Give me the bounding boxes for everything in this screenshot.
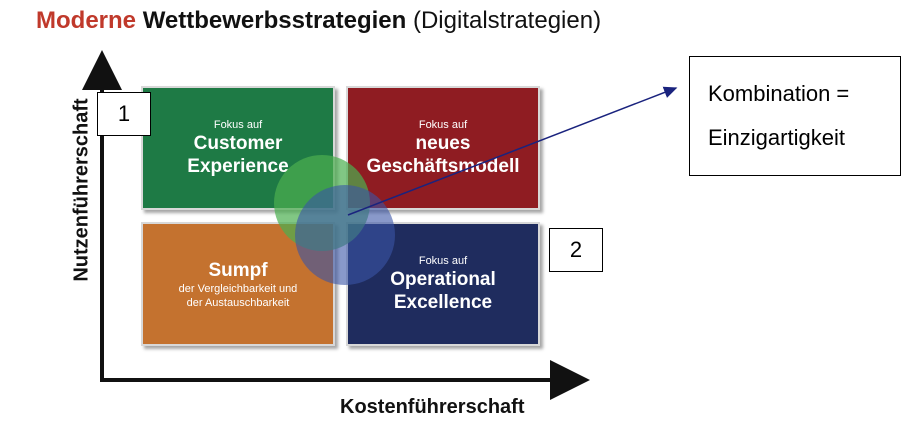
label-box-2: 2 bbox=[549, 228, 603, 272]
quadrant-tr-line2: Geschäftsmodell bbox=[366, 156, 520, 177]
quadrant-tl-line1: Customer bbox=[193, 133, 283, 154]
callout-line1: Kombination = bbox=[708, 81, 850, 106]
title-moderne: Moderne bbox=[36, 7, 137, 34]
title-digitalstrategien: (Digitalstrategien) bbox=[412, 7, 602, 34]
quadrant-tr-small: Fokus auf bbox=[418, 119, 468, 131]
page-title: Moderne Wettbewerbsstrategien (Digitalst… bbox=[36, 6, 601, 36]
quadrant-br-line2: Excellence bbox=[393, 292, 493, 313]
quadrant-bl-big: Sumpf bbox=[208, 259, 268, 281]
y-axis-label: Nutzenführerschaft bbox=[70, 98, 93, 282]
callout-line2: Einzigartigkeit bbox=[708, 125, 845, 150]
callout-arrow bbox=[347, 86, 678, 216]
quadrant-tr-line1: neues bbox=[415, 133, 471, 154]
quadrant-sumpf: Sumpf der Vergleichbarkeit und der Austa… bbox=[141, 222, 335, 346]
quadrant-tl-line2: Experience bbox=[187, 156, 289, 177]
label-box-1: 1 bbox=[97, 92, 151, 136]
quadrant-neues-geschaeftsmodell: Fokus auf neues Geschäftsmodell bbox=[346, 86, 540, 210]
callout-box: Kombination = Einzigartigkeit bbox=[689, 56, 901, 176]
quadrant-bl-small2: der Austauschbarkeit bbox=[186, 296, 290, 309]
quadrant-bl-small1: der Vergleichbarkeit und bbox=[178, 282, 298, 295]
blue-circle bbox=[295, 185, 395, 285]
quadrant-br-small: Fokus auf bbox=[418, 255, 468, 267]
x-axis-label: Kostenführerschaft bbox=[340, 396, 525, 418]
quadrant-tl-small: Fokus auf bbox=[213, 119, 263, 131]
title-wettbewerbsstrategien: Wettbewerbsstrategien bbox=[142, 7, 407, 34]
quadrant-br-line1: Operational bbox=[390, 269, 496, 290]
